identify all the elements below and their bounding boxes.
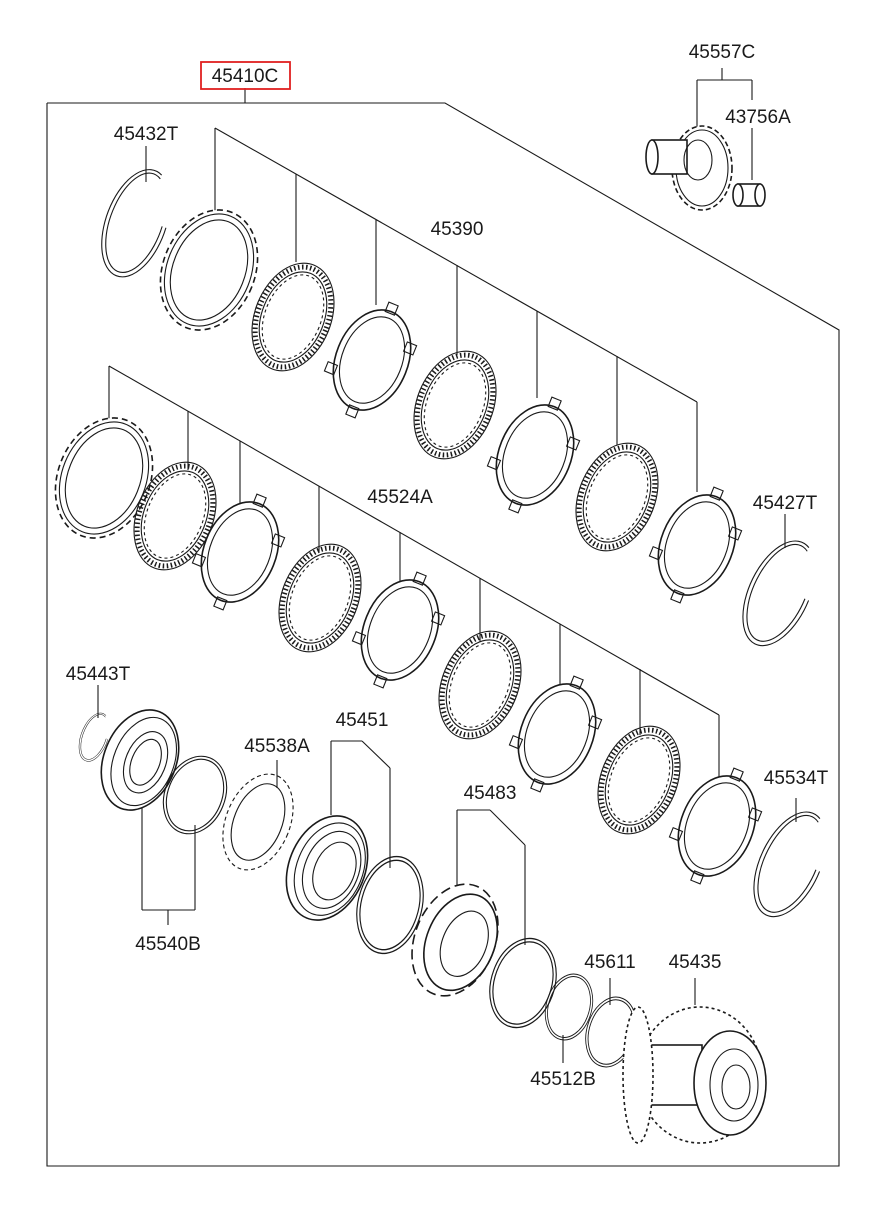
label-45524A: 45524A	[367, 487, 433, 508]
leader-45540B	[141, 800, 196, 925]
hub-45483	[411, 883, 499, 997]
plate-upper-3	[474, 383, 592, 525]
label-45540B: 45540B	[135, 934, 201, 955]
label-45611: 45611	[584, 952, 635, 973]
plate-upper-2	[311, 288, 429, 430]
plate-upper-4	[636, 473, 754, 615]
label-45534T: 45534T	[764, 768, 829, 789]
label-45538A: 45538A	[244, 736, 310, 757]
leader-45557C	[696, 68, 753, 180]
piston-45451	[285, 815, 369, 921]
label-45451: 45451	[336, 710, 389, 731]
drum-45435	[622, 1006, 767, 1144]
label-45557C: 45557C	[689, 42, 756, 63]
label-45390: 45390	[431, 219, 484, 240]
label-43756A: 43756A	[725, 107, 791, 128]
leader-45483	[456, 809, 526, 945]
label-45432T: 45432T	[114, 124, 179, 145]
snap-ring-45427T	[727, 529, 831, 658]
plate-lower-1	[37, 402, 171, 554]
lower-leader-tree	[108, 365, 720, 780]
disc-upper-2	[399, 339, 511, 471]
label-45427T: 45427T	[753, 493, 818, 514]
assembly-number-box	[200, 61, 291, 90]
plate-upper-1	[142, 194, 276, 346]
upper-leader-tree	[214, 127, 698, 492]
disc-upper-3	[561, 431, 673, 563]
bushing-43756A	[732, 183, 766, 207]
label-45483: 45483	[464, 783, 517, 804]
label-45435: 45435	[669, 952, 722, 973]
gear-45557C	[645, 125, 733, 211]
assembly-frame	[46, 102, 840, 1167]
label-45443T: 45443T	[66, 664, 131, 685]
spring-retainer-45538A	[222, 773, 294, 871]
label-45410C: 45410C	[212, 66, 279, 87]
label-45512B: 45512B	[530, 1069, 596, 1090]
disc-lower-4	[583, 714, 695, 846]
piston-45540B	[100, 709, 180, 811]
leader-45451	[330, 740, 391, 868]
